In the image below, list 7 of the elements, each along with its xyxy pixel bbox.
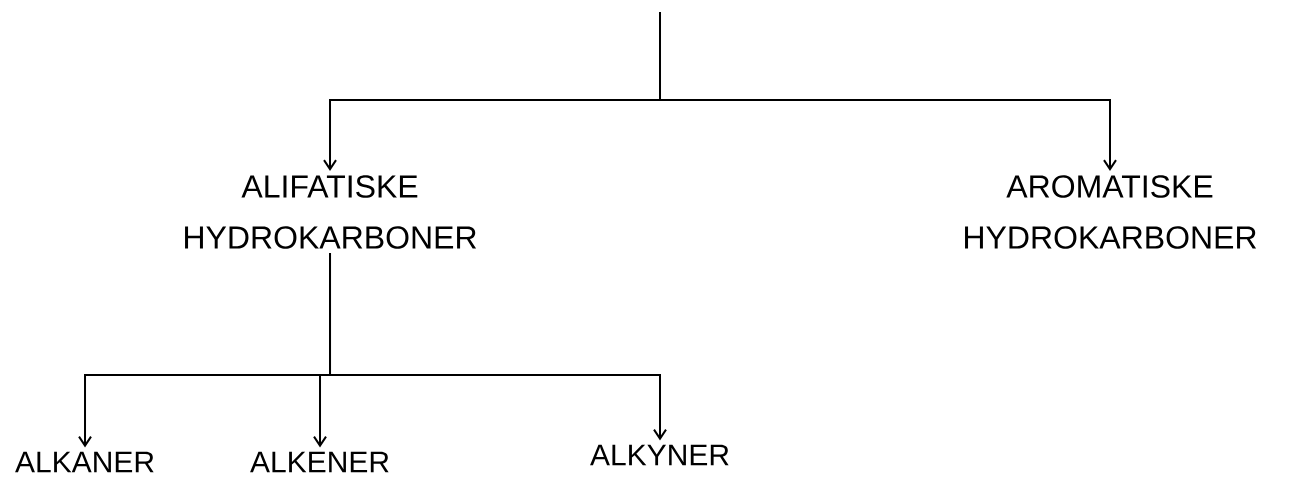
category-label: ALKANER <box>15 451 154 473</box>
category-label: ALKENER <box>250 451 389 473</box>
category-label: AROMATISKE HYDROKARBONER <box>965 175 1257 249</box>
category-label: ALKYNER <box>590 444 729 466</box>
arrow <box>659 11 1117 171</box>
arrow <box>329 252 667 441</box>
category-label: ALIFATISKE HYDROKARBONER <box>185 175 477 249</box>
